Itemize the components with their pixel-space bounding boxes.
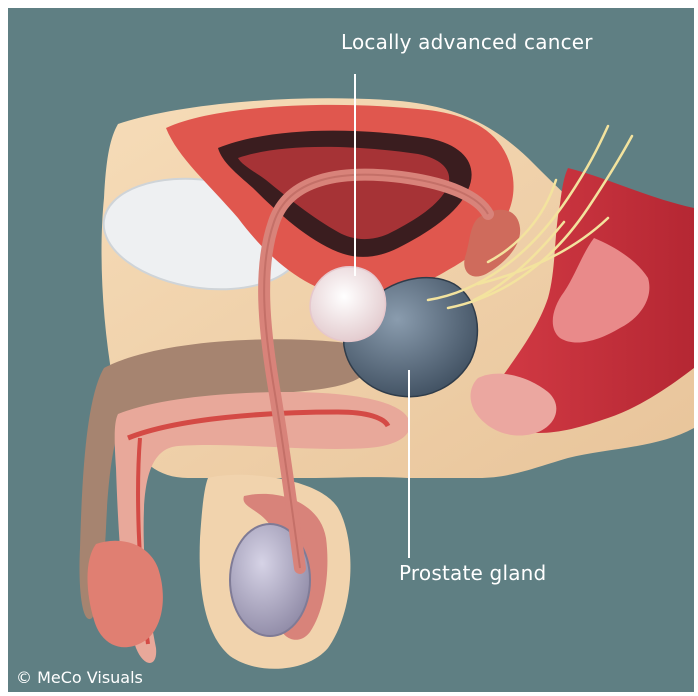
illustration-frame [8, 8, 694, 692]
copyright-credit: © MeCo Visuals [16, 668, 143, 687]
prostate-label: Prostate gland [399, 561, 546, 585]
tumor-mass [310, 267, 385, 342]
glans [88, 541, 163, 648]
cancer-label: Locally advanced cancer [341, 30, 593, 54]
anatomy-illustration [8, 8, 694, 692]
